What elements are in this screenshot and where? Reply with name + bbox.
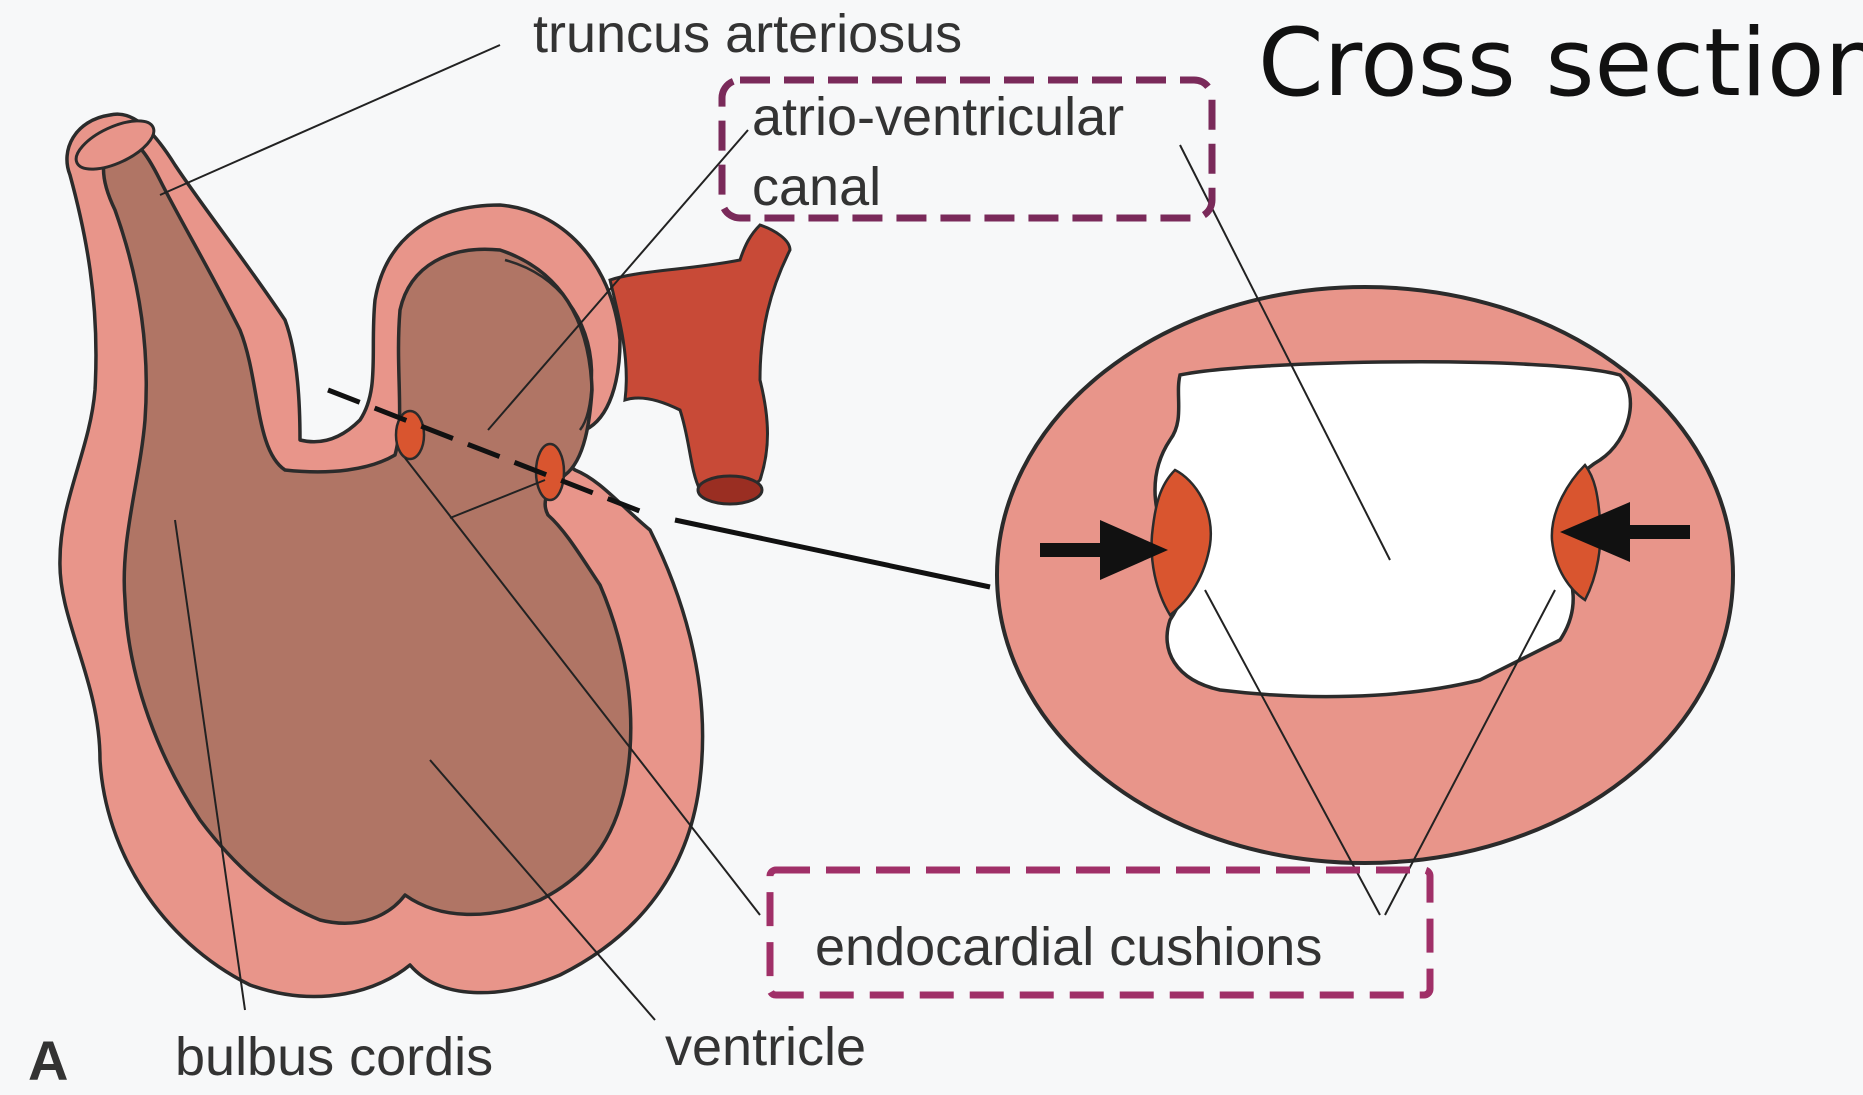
label-endocardial-cushions: endocardial cushions <box>815 917 1322 977</box>
vessel-opening <box>696 474 764 506</box>
label-av-canal-line1: atrio-ventricular <box>752 87 1124 147</box>
panel-letter: A <box>28 1029 68 1092</box>
leader-lines <box>159 44 1556 1021</box>
leader-bulbus <box>174 519 246 1011</box>
section-plane-line <box>327 387 651 518</box>
slide-title: Cross section <box>1258 9 1863 118</box>
sinus-venosus-vessel <box>608 223 792 495</box>
leader-ventricle <box>429 759 656 1021</box>
highlight-box-endocardial <box>766 866 1434 999</box>
leader-endo-2 <box>404 457 761 916</box>
arrow-left <box>1040 520 1168 580</box>
section-connector-line <box>674 517 991 590</box>
arrow-right <box>1560 502 1690 562</box>
leader-av-canal <box>487 129 749 431</box>
label-ventricle: ventricle <box>665 1017 866 1077</box>
leader-endo-3 <box>1204 589 1381 916</box>
leader-av-canal-cross <box>1179 144 1391 561</box>
highlight-box-av-canal <box>718 76 1216 222</box>
label-truncus-arteriosus: truncus arteriosus <box>533 4 962 64</box>
leader-endo-1 <box>449 479 546 519</box>
label-av-canal-line2: canal <box>752 157 881 217</box>
heart-inner-lumen <box>101 138 633 925</box>
cross-section <box>995 285 1735 865</box>
leader-endo-4 <box>1384 589 1556 916</box>
leader-truncus <box>159 44 501 196</box>
label-bulbus-cordis: bulbus cordis <box>175 1027 493 1087</box>
cross-cushion-left <box>1150 468 1213 617</box>
cushion-left <box>394 409 426 461</box>
heart-tube <box>58 112 705 999</box>
atrium-inner <box>504 258 594 431</box>
truncus-opening <box>74 119 156 171</box>
